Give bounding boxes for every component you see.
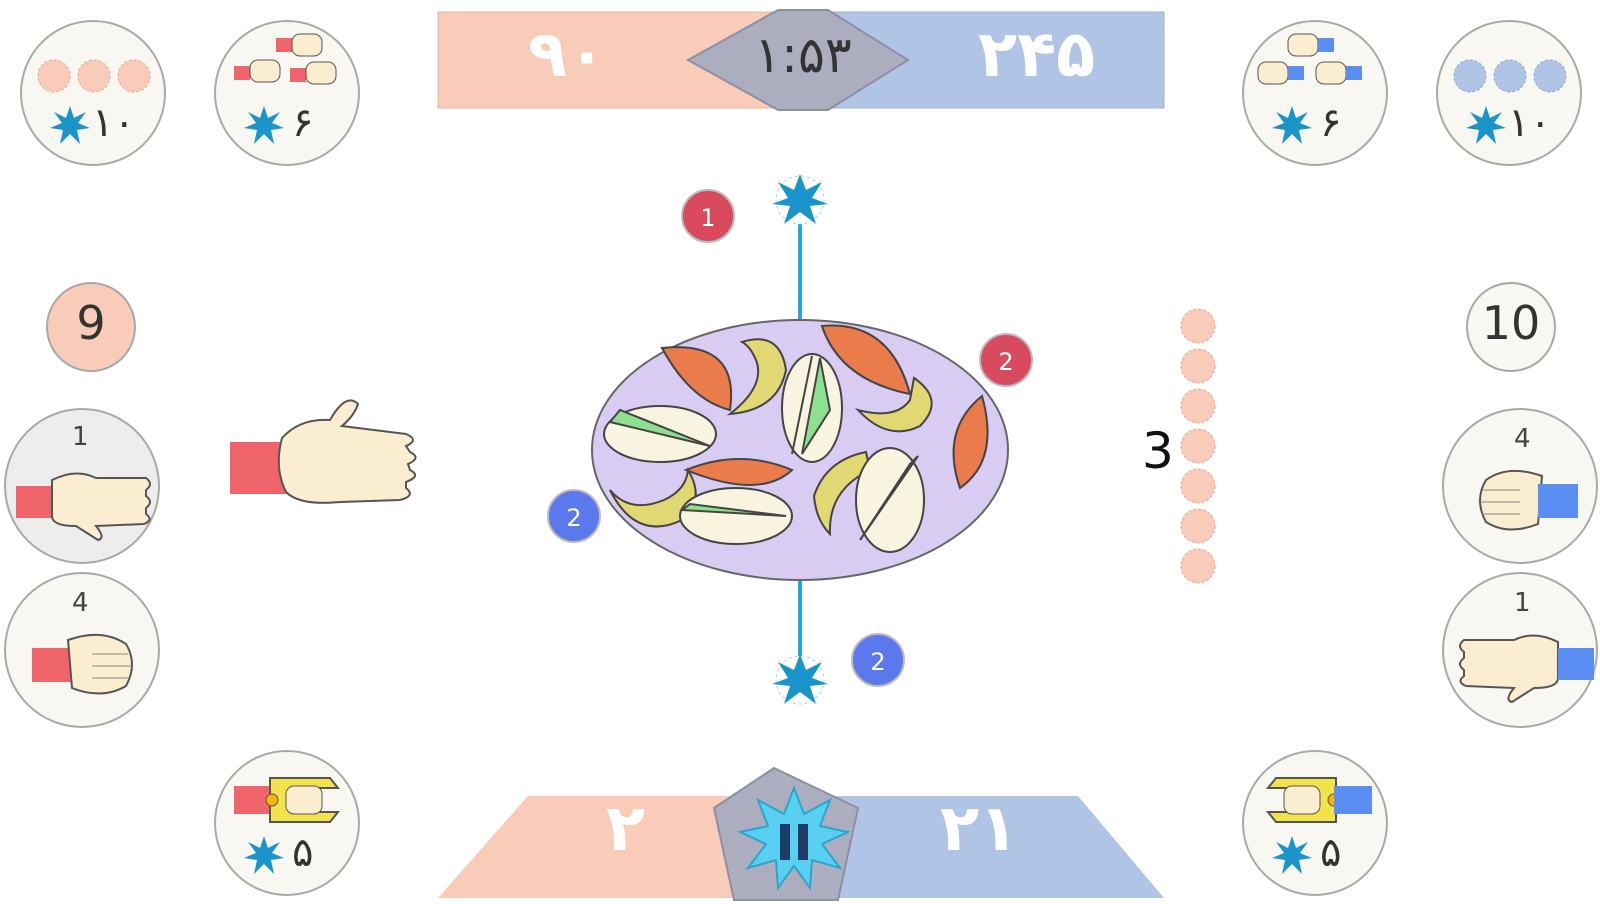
right-counter: 10 (1466, 282, 1556, 372)
pistachio-icon (603, 353, 925, 553)
hand-icon (234, 33, 337, 85)
gripper-icon (1265, 777, 1372, 823)
coin-stack (1180, 308, 1216, 584)
right-gripper-badge[interactable]: ۵ (1242, 750, 1388, 896)
badge-top: 1 (681, 189, 735, 243)
stack-count: 3 (1142, 422, 1174, 480)
player-hand[interactable] (230, 398, 422, 508)
hand-icon (1257, 33, 1362, 85)
blue-star-icon (244, 106, 284, 144)
blue-star-icon (1272, 836, 1312, 874)
coins-icon (1453, 59, 1567, 93)
left-card-fist-count: 4 (72, 588, 89, 618)
left-coins-count: ۱۰ (92, 100, 135, 146)
left-coins-badge[interactable]: ۱۰ (20, 20, 166, 166)
left-hands-badge[interactable]: ۶ (214, 20, 360, 166)
left-gripper-badge[interactable]: ۵ (214, 750, 360, 896)
left-hands-count: ۶ (292, 100, 314, 146)
badge-bottom: 2 (851, 633, 905, 687)
blue-star-icon (736, 785, 852, 891)
hand-icon (1459, 634, 1594, 704)
badge-top-value: 1 (700, 204, 715, 232)
blue-star-icon[interactable] (772, 174, 828, 225)
coins-icon (37, 59, 151, 93)
left-card-open-hand-count: 1 (72, 422, 89, 452)
badge-left-value: 2 (566, 504, 581, 532)
bottom-left-value: ۲ (606, 792, 646, 866)
right-coins-badge[interactable]: ۱۰ (1436, 20, 1582, 166)
left-counter: 9 (46, 282, 136, 372)
left-card-fist[interactable]: 4 (4, 572, 160, 728)
bottom-bar: ۲ ۲۱ (438, 766, 1164, 901)
timer: ۱:۵۳ (754, 26, 852, 84)
pause-icon (780, 824, 790, 860)
almond-icon (660, 324, 989, 490)
badge-right-value: 2 (998, 348, 1013, 376)
right-card-fist-count: 4 (1514, 424, 1531, 454)
center-board: 1 2 2 2 (547, 174, 1033, 705)
right-hands-count: ۶ (1320, 100, 1342, 146)
right-coins-count: ۱۰ (1508, 100, 1551, 146)
bottom-right-value: ۲۱ (940, 792, 1019, 866)
right-gripper-count: ۵ (1320, 830, 1342, 876)
scoreboard: ۹۰ ۲۴۵ ۱:۵۳ (437, 9, 1165, 111)
blue-star-icon (244, 836, 284, 874)
cashew-icon (609, 338, 933, 537)
fist-icon (32, 633, 133, 695)
blue-star-icon (1466, 106, 1506, 144)
badge-right: 2 (979, 333, 1033, 387)
gripper-icon (234, 777, 341, 823)
right-team-score: ۲۴۵ (978, 18, 1096, 92)
fist-icon (1478, 469, 1578, 531)
hand-icon (16, 472, 151, 542)
blue-star-icon[interactable] (772, 654, 828, 705)
scoreboard-bars (437, 9, 1165, 111)
left-team-score: ۹۰ (528, 18, 607, 92)
left-gripper-count: ۵ (292, 830, 314, 876)
blue-star-icon (1272, 106, 1312, 144)
right-card-open-hand[interactable]: 1 (1442, 572, 1598, 728)
left-card-open-hand[interactable]: 1 (4, 408, 160, 564)
pause-button[interactable] (736, 785, 852, 892)
right-card-open-hand-count: 1 (1514, 588, 1531, 618)
left-counter-value: 9 (76, 296, 106, 350)
blue-star-icon (50, 106, 90, 144)
badge-left: 2 (547, 489, 601, 543)
badge-bottom-value: 2 (870, 648, 885, 676)
right-counter-value: 10 (1481, 296, 1541, 350)
timer-shape (685, 9, 910, 111)
right-hands-badge[interactable]: ۶ (1242, 20, 1388, 166)
right-card-fist[interactable]: 4 (1442, 408, 1598, 564)
